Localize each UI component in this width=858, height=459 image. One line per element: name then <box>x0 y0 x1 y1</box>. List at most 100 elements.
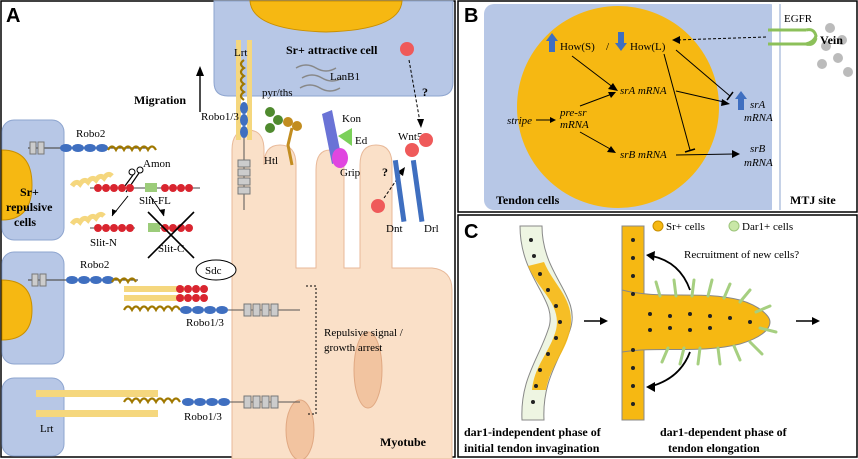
pre-sr-label: pre-sr <box>559 107 587 119</box>
wnt5-arrowhead <box>397 167 405 176</box>
dnt-receptor <box>392 159 407 222</box>
robo2-label: Robo2 <box>76 128 105 140</box>
splice-b-arrow <box>579 131 613 151</box>
egfr-receptor <box>768 28 818 46</box>
srb-out-label: srB <box>750 143 766 155</box>
recruitment-arrow-down <box>651 351 691 387</box>
progression-arrowhead <box>812 317 820 325</box>
down-arrow-icon <box>615 32 627 51</box>
question-mark: ? <box>422 85 428 99</box>
how-slash: / <box>606 41 610 53</box>
srb-mrna-label: srB mRNA <box>620 149 667 161</box>
wnt5-ligand <box>371 199 385 213</box>
panel-c-letter: C <box>464 221 478 243</box>
legend-dar1-swatch <box>728 220 740 232</box>
sra-mrna-label: srA mRNA <box>620 85 667 97</box>
dnt-label: Dnt <box>386 223 403 235</box>
slit-fl-label: Slit-FL <box>139 195 171 207</box>
stripe-label: stripe <box>507 115 532 127</box>
tendon-nucleus <box>517 6 719 208</box>
legend-sr-label: Sr+ cells <box>666 221 705 233</box>
attractive-cell-label: Sr+ attractive cell <box>286 43 378 57</box>
mtj-site-label: MTJ site <box>790 193 836 207</box>
inhibit-bar <box>684 148 696 153</box>
sra-out-label: srA <box>750 99 766 111</box>
robo13-label: Robo1/3 <box>184 411 222 423</box>
pre-sr-label: mRNA <box>560 119 589 131</box>
splice-b-arrowhead <box>607 146 616 153</box>
lanb1-label: LanB1 <box>330 71 360 83</box>
recruitment-arrowhead <box>646 251 655 261</box>
sdc-label: Sdc <box>205 265 222 277</box>
migration-arrowhead <box>196 66 204 76</box>
question-mark: ? <box>382 165 388 179</box>
sra-export-arrowhead <box>721 99 730 106</box>
repulsive-cells-label: repulsive <box>6 200 53 214</box>
sra-export-arrow <box>675 90 725 103</box>
wnt5-ligand <box>405 143 419 157</box>
wnt5-ligand <box>419 133 433 147</box>
amon-label: Amon <box>143 158 171 170</box>
vein-label: Vein <box>820 33 843 47</box>
migration-label: Migration <box>134 93 186 107</box>
sra-out-label: mRNA <box>744 112 773 124</box>
htl-receptor <box>283 117 302 166</box>
wnt5-ligand <box>400 42 414 56</box>
slit-n-fragment <box>69 211 135 232</box>
wnt5-label: Wnt5 <box>398 131 423 143</box>
attractive-cell-nucleus <box>249 0 403 33</box>
how-l-label: How(L) <box>630 41 666 53</box>
robo2-receptor <box>28 141 157 155</box>
robo2-label: Robo2 <box>80 259 109 271</box>
drl-receptor <box>410 159 425 222</box>
recruitment-arrowhead <box>646 382 655 392</box>
repulsive-cell-nucleus <box>1 279 33 341</box>
sdc-oval <box>195 259 237 281</box>
panel-c: Sr+ cells Dar1+ cells <box>457 214 858 458</box>
grip-protein <box>332 148 348 168</box>
panel-a: Sr+ attractive cell Sr+ repulsive cells … <box>0 0 456 459</box>
slit-c-label: Slit-C <box>158 243 184 255</box>
robo2-receptor <box>28 273 138 287</box>
egfr-label: EGFR <box>784 13 813 25</box>
myotube <box>231 129 453 459</box>
progression-arrowhead <box>600 317 608 325</box>
egfr-signal-arrowhead <box>672 36 680 44</box>
lrt-label: Lrt <box>40 423 53 435</box>
slit-full-length <box>69 171 200 217</box>
extracellular-space <box>772 4 856 210</box>
myotube-nucleus <box>285 399 315 459</box>
repulsive-signal-label: growth arrest <box>324 342 382 354</box>
wnt5-arrowhead <box>417 119 424 128</box>
slit-bound-complex <box>123 285 300 317</box>
how-s-label: How(S) <box>560 41 595 53</box>
myotube-label: Myotube <box>380 435 427 449</box>
up-arrow-icon <box>546 33 558 52</box>
robo13-label: Robo1/3 <box>186 317 224 329</box>
drl-label: Drl <box>424 223 439 235</box>
pyr-ths-ligand <box>265 107 283 133</box>
ed-label: Ed <box>355 135 368 147</box>
stripe-arrowhead <box>550 117 556 123</box>
repulsive-cells-label: Sr+ <box>20 185 39 199</box>
srb-out-label: mRNA <box>744 157 773 169</box>
robo13-receptor <box>237 59 251 210</box>
how-l-inhibit <box>663 53 691 151</box>
tendon-column-elongation <box>621 225 778 421</box>
repulsive-bracket <box>306 285 317 415</box>
htl-label: Htl <box>264 155 278 167</box>
lrt-bar <box>247 40 252 140</box>
lrt-bar <box>236 40 241 140</box>
lrt-bar <box>36 410 158 417</box>
inhibit-bar <box>726 91 734 101</box>
recruitment-label: Recruitment of new cells? <box>684 249 799 261</box>
panel-b: EGFR Vein How(S) / How(L) s <box>457 0 858 213</box>
grip-label: Grip <box>340 167 361 179</box>
srb-export-arrowhead <box>732 150 740 158</box>
recruitment-arrow-up <box>651 255 691 291</box>
repulsive-signal-label: Repulsive signal / <box>324 327 404 339</box>
phase1-label: initial tendon invagination <box>464 441 600 455</box>
how-s-arrow <box>571 55 615 89</box>
slit-n-label: Slit-N <box>90 237 117 249</box>
lrt-bar <box>36 390 158 397</box>
